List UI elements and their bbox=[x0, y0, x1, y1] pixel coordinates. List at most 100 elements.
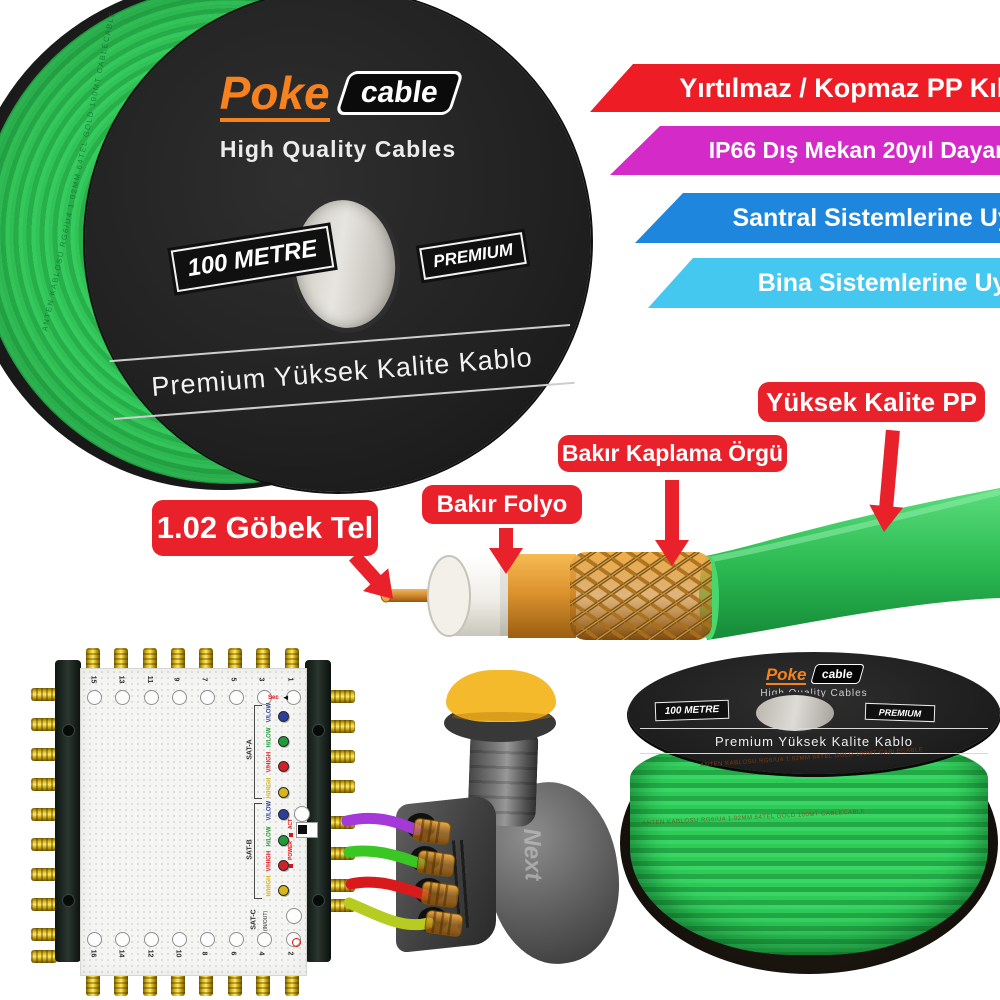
spool-small-green-cable bbox=[630, 740, 988, 955]
power-led bbox=[289, 864, 293, 868]
sat-b-bracket bbox=[254, 803, 262, 899]
port-number: 2 bbox=[286, 951, 294, 956]
f-connector-top bbox=[285, 648, 299, 672]
f-connector-top bbox=[86, 648, 100, 672]
f-connector-right bbox=[329, 899, 355, 912]
sec-label: Sec bbox=[268, 695, 279, 701]
brand-logo: Poke cable bbox=[85, 67, 591, 122]
premium-band: Premium Yüksek Kalite Kablo bbox=[640, 728, 988, 754]
f-connector-top bbox=[114, 648, 128, 672]
led-label: H/LOW bbox=[266, 826, 273, 846]
f-connector-top bbox=[143, 648, 157, 672]
f-connector-bottom bbox=[228, 972, 242, 996]
dielectric-face bbox=[427, 555, 471, 637]
act-led bbox=[289, 833, 293, 838]
port-number: 10 bbox=[174, 949, 182, 958]
brand-poke-text: Poke bbox=[219, 67, 330, 122]
led-row: V/HIGH bbox=[264, 751, 310, 772]
led-label: H/HIGH bbox=[266, 777, 273, 798]
lnb-yellow-cap bbox=[446, 670, 556, 722]
dielectric-shade bbox=[500, 556, 510, 636]
cable-jacket-highlight bbox=[706, 489, 1000, 563]
brand-logo: Poke cable bbox=[628, 664, 1000, 685]
port-hole bbox=[144, 690, 159, 705]
sat-c-sublabel: (IN/OUT) bbox=[263, 910, 270, 932]
badge-100-metre: 100 METRE bbox=[654, 699, 730, 722]
lnb-port-hole bbox=[418, 907, 448, 933]
led-indicator bbox=[278, 787, 289, 798]
led-label: H/HIGH bbox=[266, 875, 273, 896]
sat-b-label: SAT-B bbox=[246, 839, 254, 860]
screw bbox=[312, 894, 325, 907]
f-connector-bottom bbox=[171, 972, 185, 996]
led-label: V/HIGH bbox=[266, 850, 273, 871]
f-connector-bottom bbox=[256, 972, 270, 996]
lnb-brand-text: Next bbox=[518, 828, 547, 881]
led-indicator bbox=[278, 736, 289, 747]
spool-large-front-disc: Poke cable High Quality Cables 100 METRE… bbox=[85, 0, 591, 492]
port-hole bbox=[172, 932, 187, 947]
led-indicator bbox=[278, 809, 289, 820]
badge-premium: PREMIUM bbox=[864, 702, 936, 723]
brand-poke-text: Poke bbox=[765, 664, 807, 685]
f-connector-top bbox=[256, 648, 270, 672]
led-row: H/HIGH bbox=[264, 875, 310, 896]
port-number: 12 bbox=[146, 949, 154, 958]
switch-labels: POWER ACT bbox=[288, 819, 294, 868]
sec-indicator: Sec ◄ bbox=[268, 694, 290, 702]
led-row: V/HIGH bbox=[264, 850, 310, 871]
led-indicator bbox=[278, 761, 289, 772]
port-hole bbox=[172, 690, 187, 705]
led-indicator bbox=[278, 711, 289, 722]
sat-c-label: SAT-C bbox=[250, 909, 258, 930]
panel-hole bbox=[286, 908, 302, 924]
led-label: V/LOW bbox=[266, 800, 273, 820]
port-number: 6 bbox=[229, 951, 237, 956]
sat-a-label: SAT-A bbox=[246, 739, 254, 760]
f-connector-left bbox=[31, 898, 57, 911]
copper-braid-weave bbox=[570, 552, 712, 640]
f-connector-bottom bbox=[114, 972, 128, 996]
port-hole bbox=[200, 932, 215, 947]
f-connector-top bbox=[171, 648, 185, 672]
port-number: 7 bbox=[200, 677, 208, 682]
brand-cable-box: cable bbox=[810, 664, 866, 684]
port-number: 9 bbox=[172, 677, 180, 682]
port-number: 1 bbox=[286, 677, 294, 682]
power-label: POWER bbox=[288, 841, 294, 860]
port-number: 5 bbox=[229, 677, 237, 682]
f-connector-top bbox=[228, 648, 242, 672]
port-number: 3 bbox=[257, 677, 265, 682]
arrow-braid bbox=[655, 480, 689, 566]
premium-band: Premium Yüksek Kalite Kablo bbox=[109, 323, 575, 421]
brand-cable-text: cable bbox=[821, 667, 854, 681]
feature-banner-3: Santral Sistemlerine Uygun bbox=[635, 193, 1000, 243]
screw bbox=[312, 724, 325, 737]
dielectric bbox=[448, 556, 510, 636]
screw bbox=[62, 894, 75, 907]
f-connector-right bbox=[329, 690, 355, 703]
port-hole bbox=[87, 690, 102, 705]
spool-small: ANTEN KABLOSU RG6/U4 1.02MM 64TEL GOLD 1… bbox=[615, 645, 1000, 990]
lnb-port-hole bbox=[406, 813, 436, 839]
switch-knob bbox=[298, 825, 307, 834]
brand-tagline: High Quality Cables bbox=[219, 136, 457, 162]
slide-switch[interactable] bbox=[296, 822, 318, 838]
f-connector-left bbox=[31, 778, 57, 791]
port-hole bbox=[229, 932, 244, 947]
port-hole bbox=[257, 932, 272, 947]
callout-copper-braid: Bakır Kaplama Örgü bbox=[558, 435, 787, 472]
f-connector-left bbox=[31, 838, 57, 851]
f-connector-right bbox=[329, 780, 355, 793]
conductor-tip bbox=[380, 588, 392, 603]
port-number: 4 bbox=[257, 951, 265, 956]
center-conductor bbox=[383, 589, 465, 602]
f-connector-left bbox=[31, 950, 57, 963]
feature-banner-2: IP66 Dış Mekan 20yıl Dayanıklı bbox=[610, 126, 1000, 175]
f-connector-bottom bbox=[143, 972, 157, 996]
f-connector-bottom bbox=[86, 972, 100, 996]
lnb-port-hole bbox=[414, 878, 444, 904]
port-number: 8 bbox=[200, 951, 208, 956]
copper-braid-base bbox=[570, 552, 712, 640]
led-indicator bbox=[278, 835, 289, 846]
